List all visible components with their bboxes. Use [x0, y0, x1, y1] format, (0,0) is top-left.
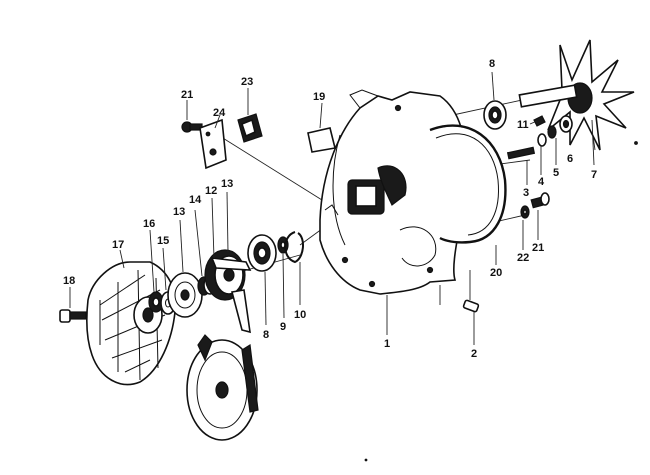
- callout-18: 18: [63, 275, 75, 287]
- fan-shroud-part-17: [86, 261, 177, 386]
- pulley-half-part-13: [167, 272, 203, 318]
- drive-pulley-part-12: [204, 249, 252, 334]
- callout-1: 1: [384, 338, 390, 350]
- callout-21-right: 21: [532, 242, 544, 254]
- scan-speck: [364, 458, 368, 462]
- callout-7: 7: [591, 169, 597, 181]
- pin-part-2: [462, 299, 480, 313]
- bracket-part-24: [199, 118, 227, 170]
- callout-23: 23: [241, 76, 253, 88]
- stud-part-3: [506, 146, 536, 160]
- callout-19: 19: [313, 91, 325, 103]
- callout-21-left: 21: [181, 89, 193, 101]
- callout-14: 14: [189, 194, 202, 206]
- callout-12: 12: [205, 185, 217, 197]
- callout-8-lower: 8: [263, 329, 269, 341]
- callout-8-upper: 8: [489, 58, 495, 70]
- callout-5: 5: [553, 167, 559, 179]
- bearing-part-8-upper: [483, 100, 507, 130]
- bolt-part-21-right: [530, 192, 550, 209]
- callout-24: 24: [213, 107, 226, 119]
- callout-13-upper: 13: [221, 178, 233, 190]
- callout-labels: 1 2 3 4 5 6 7 8 8 9 10 11 12 13 13 14 15…: [63, 58, 597, 360]
- key-part-11: [533, 115, 546, 127]
- callout-2: 2: [471, 348, 477, 360]
- fan-part-7: [518, 39, 635, 151]
- bearing-part-8-lower: [247, 234, 277, 272]
- callout-9: 9: [280, 321, 286, 333]
- scan-speck: [634, 141, 638, 145]
- plate-part-19: [307, 127, 336, 153]
- callout-13-lower: 13: [173, 206, 185, 218]
- callout-6: 6: [567, 153, 573, 165]
- callout-16: 16: [143, 218, 155, 230]
- washer-part-22: [520, 205, 530, 219]
- belt-pulley-detail: [186, 334, 259, 441]
- callout-22: 22: [517, 252, 529, 264]
- callout-10: 10: [294, 309, 306, 321]
- callout-20: 20: [490, 267, 502, 279]
- snap-ring-part-10: [284, 231, 304, 264]
- callout-3: 3: [523, 187, 529, 199]
- callout-11: 11: [517, 119, 529, 131]
- bolt-part-18: [59, 309, 87, 323]
- washer-part-5: [547, 125, 557, 139]
- washer-part-4: [537, 133, 547, 147]
- clip-part-23: [237, 113, 263, 143]
- nut-part-6: [559, 115, 573, 133]
- callout-4: 4: [538, 176, 545, 188]
- callout-leaders: [69, 71, 595, 345]
- gasket-part-20: [429, 124, 507, 244]
- callout-15: 15: [157, 235, 169, 247]
- nut-part-16: [148, 291, 164, 313]
- bolt-part-21-left: [181, 121, 203, 133]
- callout-17: 17: [112, 239, 124, 251]
